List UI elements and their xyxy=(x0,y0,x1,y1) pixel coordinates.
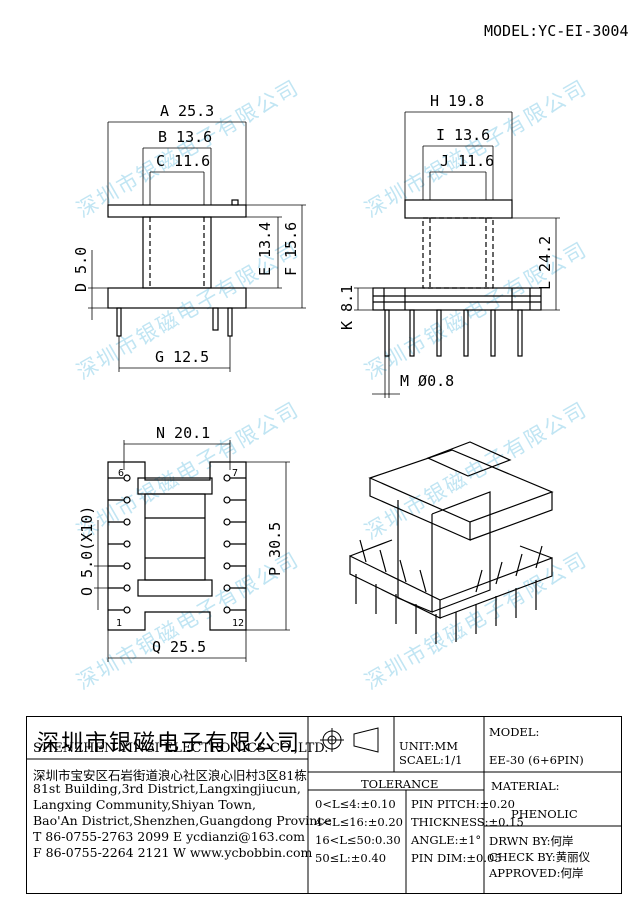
tol-4: 50≤L:±0.40 xyxy=(315,851,387,865)
address-en-1: 81st Building,3rd District,Langxingjiucu… xyxy=(33,781,301,796)
model-header: MODEL: xyxy=(489,725,540,739)
tolerance-header: TOLERANCE xyxy=(361,777,439,791)
material-value: PHENOLIC xyxy=(511,807,578,821)
dimension-labels: A 25.3 B 13.6 C 11.6 D 5.0 E 13.4 F 15.6… xyxy=(72,92,554,656)
dim-J: J 11.6 xyxy=(440,152,494,170)
dim-F: F 15.6 xyxy=(282,222,300,276)
bottom-view xyxy=(94,440,290,662)
dim-O: O 5.0(X10) xyxy=(78,506,96,596)
side-view xyxy=(354,111,560,398)
watermark-4: 深圳市银磁电子有限公司 xyxy=(361,237,592,384)
bottom-slots-right xyxy=(223,474,246,614)
tol2-1: PIN PITCH:±0.20 xyxy=(411,797,515,811)
dim-Q: Q 25.5 xyxy=(152,638,206,656)
dim-I: I 13.6 xyxy=(436,126,490,144)
check-by: CHECK BY:黄丽仪 xyxy=(489,850,591,864)
dim-G: G 12.5 xyxy=(155,348,209,366)
dim-H: H 19.8 xyxy=(430,92,484,110)
iso-slots xyxy=(359,539,543,593)
pin-12-label: 12 xyxy=(232,618,244,629)
front-view xyxy=(88,121,306,372)
address-cn: 深圳市宝安区石岩街道浪心社区浪心旧村3区81栋 xyxy=(33,768,307,783)
pin-6-label: 6 xyxy=(118,468,124,479)
unit: UNIT:MM xyxy=(399,739,458,753)
address-en-3: Bao'An District,Shenzhen,Guangdong Provi… xyxy=(33,813,332,828)
watermark-6: 深圳市银磁电子有限公司 xyxy=(361,397,592,544)
title-block: 深圳市银磁电子有限公司 SHENZHEN YINCI ELECTRONICS C… xyxy=(26,716,622,894)
tol-1: 0<L≤4:±0.10 xyxy=(315,797,396,811)
pin-1-label: 1 xyxy=(116,618,122,629)
iso-pins xyxy=(355,574,537,644)
dim-K: K 8.1 xyxy=(338,285,356,330)
email: E ycdianzi@163.com xyxy=(173,829,305,844)
address-en-2: Langxing Community,Shiyan Town, xyxy=(33,797,256,812)
dim-A: A 25.3 xyxy=(160,102,214,120)
dim-M: M Ø0.8 xyxy=(400,372,454,390)
watermark-1: 深圳市银磁电子有限公司 xyxy=(73,75,304,222)
scale: SCAEL:1/1 xyxy=(399,753,463,767)
side-pins xyxy=(384,309,523,357)
model-number: MODEL:YC-EI-3004 xyxy=(484,22,629,40)
dim-N: N 20.1 xyxy=(156,424,210,442)
material-header: MATERIAL: xyxy=(491,779,560,793)
pin-7-label: 7 xyxy=(232,468,238,479)
dim-C: C 11.6 xyxy=(156,152,210,170)
dim-D: D 5.0 xyxy=(72,247,90,292)
isometric-view xyxy=(349,441,554,644)
tel: T 86-0755-2763 2099 xyxy=(33,829,170,844)
drawn-by: DRWN BY:何岸 xyxy=(489,834,574,848)
dim-L: L 24.2 xyxy=(536,236,554,290)
company-name-cn: 深圳市银磁电子有限公司 xyxy=(37,731,302,756)
approved-by: APPROVED:何岸 xyxy=(489,866,584,880)
projection-symbol xyxy=(320,727,379,753)
tol2-4: PIN DIM:±0.05 xyxy=(411,851,502,865)
model-value: EE-30 (6+6PIN) xyxy=(489,753,584,767)
tol-3: 16<L≤50:0.30 xyxy=(315,833,401,847)
website: W www.ycbobbin.com xyxy=(173,845,313,860)
tol2-3: ANGLE:±1° xyxy=(411,833,482,847)
tol2-2: THICKNESS:±0.15 xyxy=(411,815,524,829)
dim-P: P 30.5 xyxy=(266,522,284,576)
fax: F 86-0755-2264 2121 xyxy=(33,845,170,860)
dim-E: E 13.4 xyxy=(256,222,274,276)
watermark-group: 深圳市银磁电子有限公司 深圳市银磁电子有限公司 深圳市银磁电子有限公司 深圳市银… xyxy=(73,75,592,694)
dim-B: B 13.6 xyxy=(158,128,212,146)
tol-2: 4<L≤16:±0.20 xyxy=(315,815,403,829)
company-name-en: SHENZHEN YINCI ELECTRONICS CO.,LTD. xyxy=(33,741,329,756)
